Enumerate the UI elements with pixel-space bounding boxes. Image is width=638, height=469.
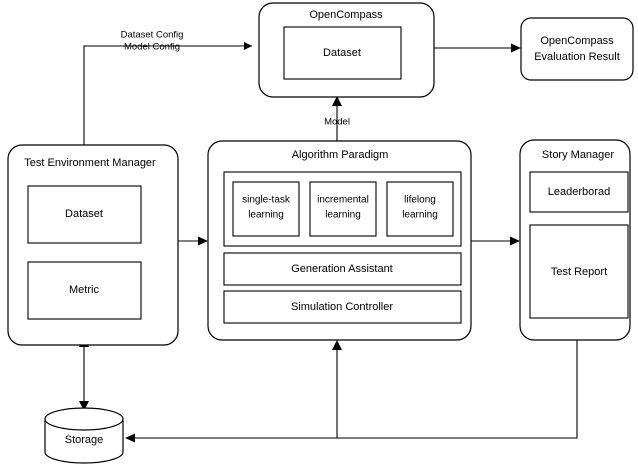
- node-story-manager[interactable]: Story Manager Leaderborad Test Report: [519, 139, 631, 341]
- edge-config-to-opencompass: [83, 42, 252, 145]
- test-env-dataset-label: Dataset: [65, 208, 103, 220]
- single-task-learning-box[interactable]: [232, 181, 300, 237]
- lifelong-learning-box[interactable]: [386, 181, 454, 237]
- edge-story-to-storage: [125, 340, 578, 443]
- arrowhead-icon: [198, 236, 208, 246]
- leaderboard-box[interactable]: [529, 171, 629, 213]
- generation-assistant-label: Generation Assistant: [291, 263, 393, 275]
- evaluation-result-line1: OpenCompass: [540, 35, 614, 47]
- test-environment-manager-title: Test Environment Manager: [24, 157, 156, 169]
- learning-box-single-task[interactable]: single-task learning: [232, 181, 300, 237]
- edge-label-dataset-config: Dataset Config: [121, 30, 184, 41]
- edge-algorithm-to-story: [471, 236, 520, 246]
- arrowhead-icon: [79, 401, 89, 411]
- opencompass-title: OpenCompass: [309, 9, 383, 21]
- arrowhead-icon: [332, 340, 342, 350]
- test-report-label: Test Report: [551, 266, 607, 278]
- edge-testenv-storage-bidirectional: [79, 337, 89, 411]
- learning-box-incremental[interactable]: incremental learning: [309, 181, 377, 237]
- edge-storage-branch-to-algorithm: [332, 340, 342, 438]
- lifelong-learning-line1: lifelong: [404, 195, 436, 206]
- storage-cylinder-top[interactable]: [44, 407, 124, 431]
- lifelong-learning-line2: learning: [402, 210, 438, 221]
- arrowhead-icon: [510, 236, 520, 246]
- test-report-box[interactable]: [529, 224, 629, 319]
- edge-opencompass-to-result: [434, 43, 521, 53]
- opencompass-dataset-box[interactable]: [283, 26, 402, 80]
- story-manager-title: Story Manager: [542, 149, 614, 161]
- edge-config-path: [83, 45, 252, 145]
- evaluation-result-box[interactable]: [520, 17, 634, 81]
- arrowhead-icon: [125, 433, 135, 443]
- storage-label: Storage: [65, 434, 104, 446]
- edge-testenv-to-algorithm: [178, 236, 208, 246]
- generation-assistant-box[interactable]: [223, 252, 462, 286]
- edge-model-to-opencompass: [332, 96, 342, 141]
- test-env-dataset-box[interactable]: [27, 185, 142, 244]
- arrowhead-icon: [332, 96, 342, 106]
- single-task-learning-line2: learning: [248, 210, 284, 221]
- edge-story-storage-path: [133, 340, 578, 439]
- incremental-learning-box[interactable]: [309, 181, 377, 237]
- evaluation-result-line2: Evaluation Result: [534, 51, 620, 63]
- test-env-metric-label: Metric: [69, 284, 99, 296]
- incremental-learning-line2: learning: [325, 210, 361, 221]
- algorithm-paradigm-title: Algorithm Paradigm: [292, 149, 389, 161]
- storage-cylinder-body[interactable]: [44, 419, 124, 464]
- single-task-learning-line1: single-task: [242, 195, 291, 206]
- test-env-metric-box[interactable]: [27, 261, 142, 320]
- opencompass-dataset-label: Dataset: [323, 47, 361, 59]
- node-algorithm-paradigm[interactable]: Algorithm Paradigm single-task learning …: [207, 140, 472, 341]
- leaderboard-label: Leaderborad: [548, 186, 610, 198]
- node-opencompass[interactable]: OpenCompass Dataset: [258, 2, 435, 98]
- arrowhead-icon: [244, 42, 252, 50]
- node-test-environment-manager[interactable]: Test Environment Manager Dataset Metric: [7, 144, 179, 346]
- simulation-controller-box[interactable]: [223, 290, 462, 324]
- node-opencompass-evaluation-result[interactable]: OpenCompass Evaluation Result: [520, 17, 634, 81]
- edge-label-model-config: Model Config: [124, 42, 180, 53]
- simulation-controller-label: Simulation Controller: [291, 301, 393, 313]
- incremental-learning-line1: incremental: [317, 195, 369, 206]
- edge-label-model: Model: [324, 117, 350, 128]
- arrowhead-icon: [511, 43, 521, 53]
- learning-box-lifelong[interactable]: lifelong learning: [386, 181, 454, 237]
- node-storage[interactable]: Storage: [44, 407, 124, 464]
